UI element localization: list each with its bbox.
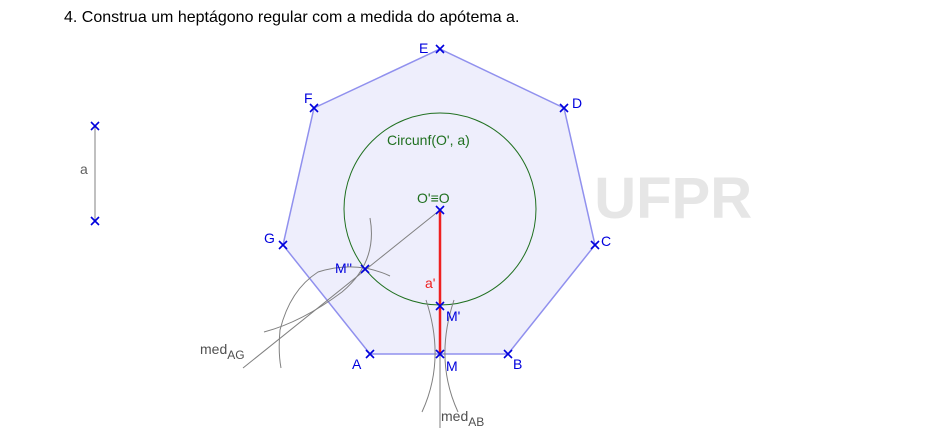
point-F-label: F: [304, 90, 313, 106]
point-A-label: A: [352, 356, 362, 372]
bisector-ab-arc-left: [421, 299, 436, 413]
point-M2-label: M'': [335, 260, 352, 276]
apothem-label: a': [425, 275, 435, 291]
point-M1-marker: [435, 301, 445, 311]
point-a2-marker: [90, 216, 100, 226]
segment-a-label: a: [80, 161, 88, 177]
point-B-marker: [503, 349, 513, 359]
exercise-title: 4. Construa um heptágono regular com a m…: [64, 9, 520, 26]
point-F-marker: [309, 103, 319, 113]
bisector-ag-arc-2: [278, 266, 391, 369]
bisector-ag-label: medAG: [200, 341, 245, 362]
point-M-label: M: [446, 358, 458, 374]
point-M1-label: M': [446, 308, 460, 324]
bisector-ab-arc-right: [444, 299, 459, 413]
point-O-marker: [435, 205, 445, 215]
bisector-ab-main: med: [441, 408, 468, 424]
point-A-marker: [365, 349, 375, 359]
bisector-ag-line: [242, 209, 441, 369]
point-M2-marker: [360, 264, 370, 274]
bisector-ag-arc-1: [263, 217, 372, 333]
bisector-ag-sub: AG: [227, 348, 244, 362]
point-G-marker: [278, 240, 288, 250]
point-M-marker: [435, 349, 445, 359]
point-C-marker: [590, 240, 600, 250]
circle-label: Circunf(O', a): [387, 132, 470, 148]
center-label: O'≡O: [417, 190, 450, 206]
point-a1-marker: [90, 121, 100, 131]
point-C-label: C: [601, 233, 611, 249]
heptagon: [282, 48, 596, 355]
point-E-marker: [435, 44, 445, 54]
point-G-label: G: [264, 230, 275, 246]
point-E-label: E: [419, 40, 428, 56]
point-markers: [90, 44, 600, 359]
bisector-ab-sub: AB: [468, 415, 484, 429]
point-B-label: B: [513, 356, 522, 372]
point-D-marker: [559, 103, 569, 113]
point-D-label: D: [572, 95, 582, 111]
bisector-ag-main: med: [200, 341, 227, 357]
bisector-ab-label: medAB: [441, 408, 484, 429]
